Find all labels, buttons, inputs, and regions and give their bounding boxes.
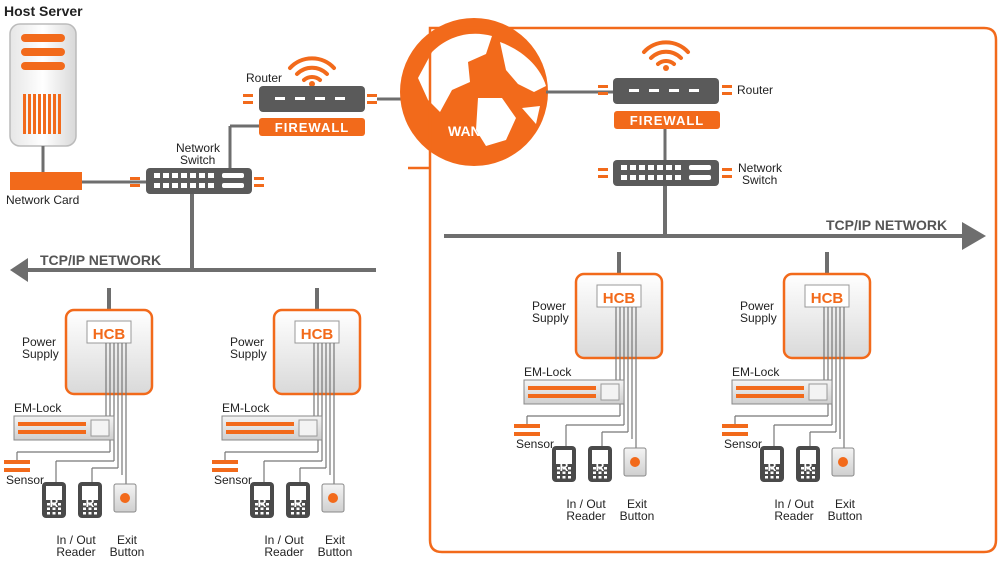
exit-button-label-line1: Exit: [835, 497, 856, 511]
firewall-bar: [614, 111, 720, 129]
firewall-label: FIREWALL: [630, 113, 704, 128]
firewall-bar: [259, 118, 365, 136]
hcb-label: HCB: [301, 326, 334, 343]
reader-letter: R: [804, 460, 813, 474]
em-lock-label: EM-Lock: [732, 365, 780, 379]
firewall-label: FIREWALL: [275, 120, 349, 135]
router-icon: [259, 86, 365, 112]
exit-button-label-line1: Exit: [325, 533, 346, 547]
em-lock-label: EM-Lock: [222, 401, 270, 415]
exit-button-label-line2: Button: [620, 509, 655, 523]
wan-globe-icon: WAN: [400, 18, 548, 166]
left-tcpip-label: TCP/IP NETWORK: [40, 252, 161, 268]
reader-letter: R: [596, 460, 605, 474]
router-label: Router: [246, 71, 282, 85]
left-arrow-icon: [10, 258, 28, 282]
reader-letter: R: [294, 496, 303, 510]
sensor-label: Sensor: [214, 473, 252, 487]
right-arrow-icon: [962, 222, 986, 250]
network-switch-label-line1: Network: [738, 161, 783, 175]
reader-label-line2: Reader: [264, 545, 303, 559]
exit-button-label-line1: Exit: [627, 497, 648, 511]
hcb-label: HCB: [93, 326, 126, 343]
network-switch-label-line2: Switch: [180, 153, 215, 167]
network-card-icon: [10, 172, 82, 190]
wifi-signal-icon: [642, 40, 690, 73]
network-switch-icon: [613, 160, 719, 186]
network-switch-label-line2: Switch: [742, 173, 777, 187]
exit-button-label-line1: Exit: [117, 533, 138, 547]
right-tcpip-label: TCP/IP NETWORK: [826, 217, 947, 233]
host-server-label: Host Server: [4, 3, 83, 19]
reader-letter: R: [258, 496, 267, 510]
sensor-label: Sensor: [516, 437, 554, 451]
em-lock-label: EM-Lock: [524, 365, 572, 379]
exit-button-label-line2: Button: [828, 509, 863, 523]
power-supply-label-line2: Supply: [532, 311, 569, 325]
power-supply-label-line2: Supply: [230, 347, 267, 361]
reader-label-line1: In / Out: [56, 533, 96, 547]
right-site: Router FIREWALL Network Switch TCP/IP NE…: [408, 26, 998, 554]
door-unit-4-labels: HCB Power Supply EM-Lock Sensor R R In /…: [724, 290, 862, 523]
network-switch-label-line1: Network: [176, 141, 221, 155]
sensor-label: Sensor: [724, 437, 762, 451]
power-supply-label-line1: Power: [532, 299, 566, 313]
network-switch-icon: [146, 168, 252, 194]
hcb-label: HCB: [603, 290, 636, 307]
reader-label-line2: Reader: [566, 509, 605, 523]
door-unit-2-labels: HCB Power Supply EM-Lock Sensor R R In /…: [214, 326, 352, 559]
reader-label-line2: Reader: [56, 545, 95, 559]
exit-button-label-line2: Button: [110, 545, 145, 559]
exit-button-label-line2: Button: [318, 545, 353, 559]
server-icon: [9, 23, 77, 172]
wan-label: WAN: [448, 123, 481, 139]
power-supply-label-line2: Supply: [22, 347, 59, 361]
network-card-label: Network Card: [6, 193, 79, 207]
hcb-label: HCB: [811, 290, 844, 307]
router-label: Router: [737, 83, 773, 97]
em-lock-label: EM-Lock: [14, 401, 62, 415]
reader-label-line1: In / Out: [566, 497, 606, 511]
power-supply-label-line2: Supply: [740, 311, 777, 325]
door-unit-3-labels: HCB Power Supply EM-Lock Sensor R R In /…: [516, 290, 654, 523]
reader-label-line1: In / Out: [264, 533, 304, 547]
reader-label-line1: In / Out: [774, 497, 814, 511]
reader-letter: R: [86, 496, 95, 510]
power-supply-label-line1: Power: [230, 335, 264, 349]
router-icon: [613, 78, 719, 104]
reader-letter: R: [50, 496, 59, 510]
power-supply-label-line1: Power: [740, 299, 774, 313]
wifi-signal-icon: [288, 56, 336, 89]
left-site: Host Server Network Card Network Switch …: [4, 3, 404, 282]
remote-site-border: [408, 26, 998, 554]
reader-letter: R: [560, 460, 569, 474]
sensor-label: Sensor: [6, 473, 44, 487]
reader-letter: R: [768, 460, 777, 474]
reader-label-line2: Reader: [774, 509, 813, 523]
door-unit-1-labels: HCB Power Supply EM-Lock Sensor R R In /…: [6, 326, 144, 559]
power-supply-label-line1: Power: [22, 335, 56, 349]
